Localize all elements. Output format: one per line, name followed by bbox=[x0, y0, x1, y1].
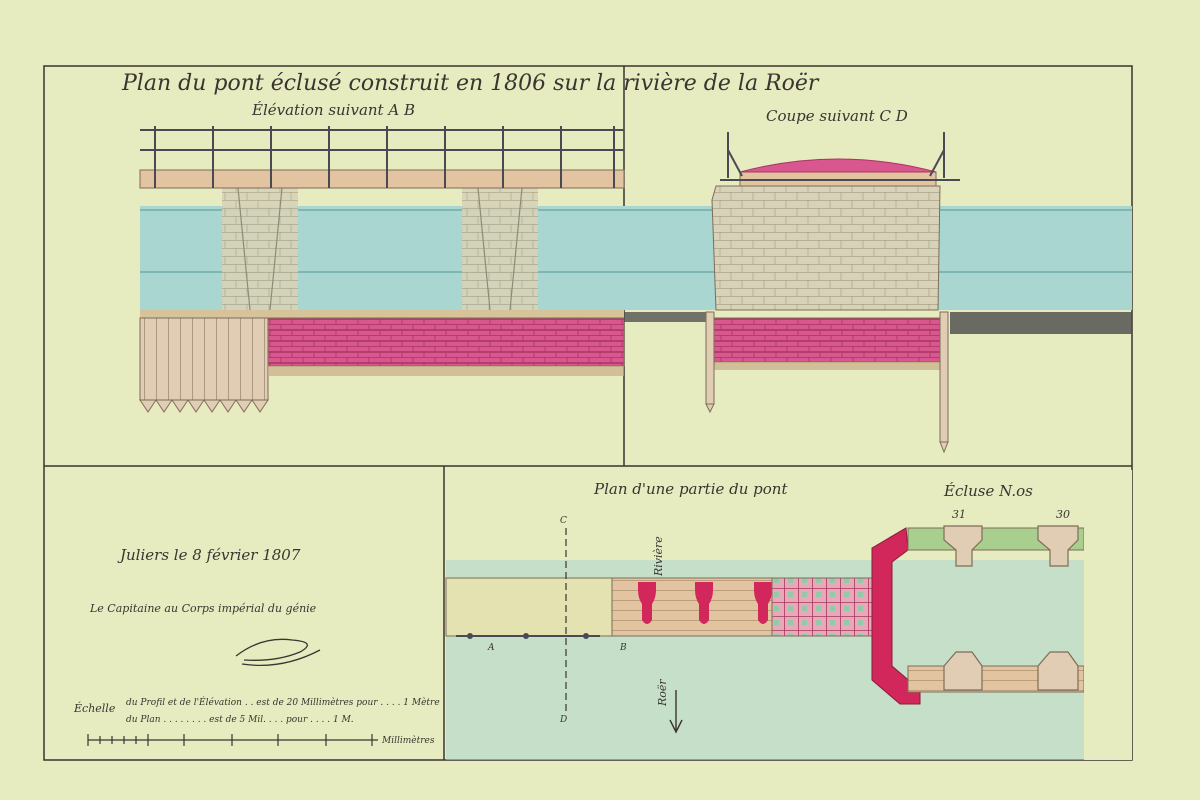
elevation-water bbox=[140, 206, 624, 310]
elevation-railing bbox=[140, 126, 624, 188]
drawing-title: Plan du pont éclusé construit en 1806 su… bbox=[121, 71, 820, 96]
elevation-pier-left bbox=[222, 188, 298, 310]
riviere-label: Rivière bbox=[652, 536, 665, 577]
section-pier bbox=[711, 185, 941, 311]
ecluse-label: Écluse N.os bbox=[943, 482, 1033, 500]
section-railings bbox=[720, 132, 960, 181]
marker-d: D bbox=[559, 715, 567, 725]
elevation-view bbox=[139, 126, 625, 413]
scale-unit: Millimètres bbox=[381, 735, 435, 746]
marker-c: C bbox=[560, 516, 567, 526]
signature-flourish bbox=[235, 638, 321, 667]
section-pile-left bbox=[705, 311, 715, 405]
section-view bbox=[624, 132, 1132, 454]
scale-line-1: du Profil et de l'Élévation . . est de 2… bbox=[126, 696, 440, 708]
plan-view bbox=[445, 470, 1132, 760]
elevation-pink-masonry bbox=[267, 317, 625, 367]
elevation-pier-right bbox=[462, 188, 538, 310]
flow-arrow-icon bbox=[669, 690, 683, 734]
plan-timber-floor bbox=[611, 577, 773, 637]
ecluse-number-31: 31 bbox=[952, 508, 966, 521]
section-pile-right bbox=[939, 311, 949, 443]
section-label: Coupe suivant C D bbox=[766, 107, 908, 125]
date-line: Juliers le 8 février 1807 bbox=[117, 546, 301, 564]
marker-a: A bbox=[487, 643, 495, 653]
marker-b: B bbox=[619, 643, 627, 653]
scale-bar bbox=[87, 734, 378, 746]
ecluse-number-30: 30 bbox=[1056, 508, 1070, 521]
section-pink-masonry bbox=[709, 317, 947, 363]
plan-abutment bbox=[871, 527, 921, 705]
signature-line: Le Capitaine au Corps impérial du génie bbox=[89, 602, 317, 615]
plan-grid-apron bbox=[771, 577, 873, 637]
roer-label: Roër bbox=[656, 679, 669, 707]
plan-label: Plan d'une partie du pont bbox=[593, 480, 788, 498]
elevation-label: Élévation suivant A B bbox=[251, 101, 415, 119]
plan-pier-3 bbox=[754, 582, 772, 624]
plan-pier-1 bbox=[638, 582, 656, 624]
plan-deck bbox=[445, 577, 613, 637]
scale-line-2: du Plan . . . . . . . . est de 5 Mil. . … bbox=[126, 715, 354, 725]
plan-pier-2 bbox=[695, 582, 713, 624]
scale-title: Échelle bbox=[73, 701, 116, 715]
elevation-pile-wall bbox=[139, 317, 269, 401]
section-road-crown bbox=[739, 158, 937, 173]
